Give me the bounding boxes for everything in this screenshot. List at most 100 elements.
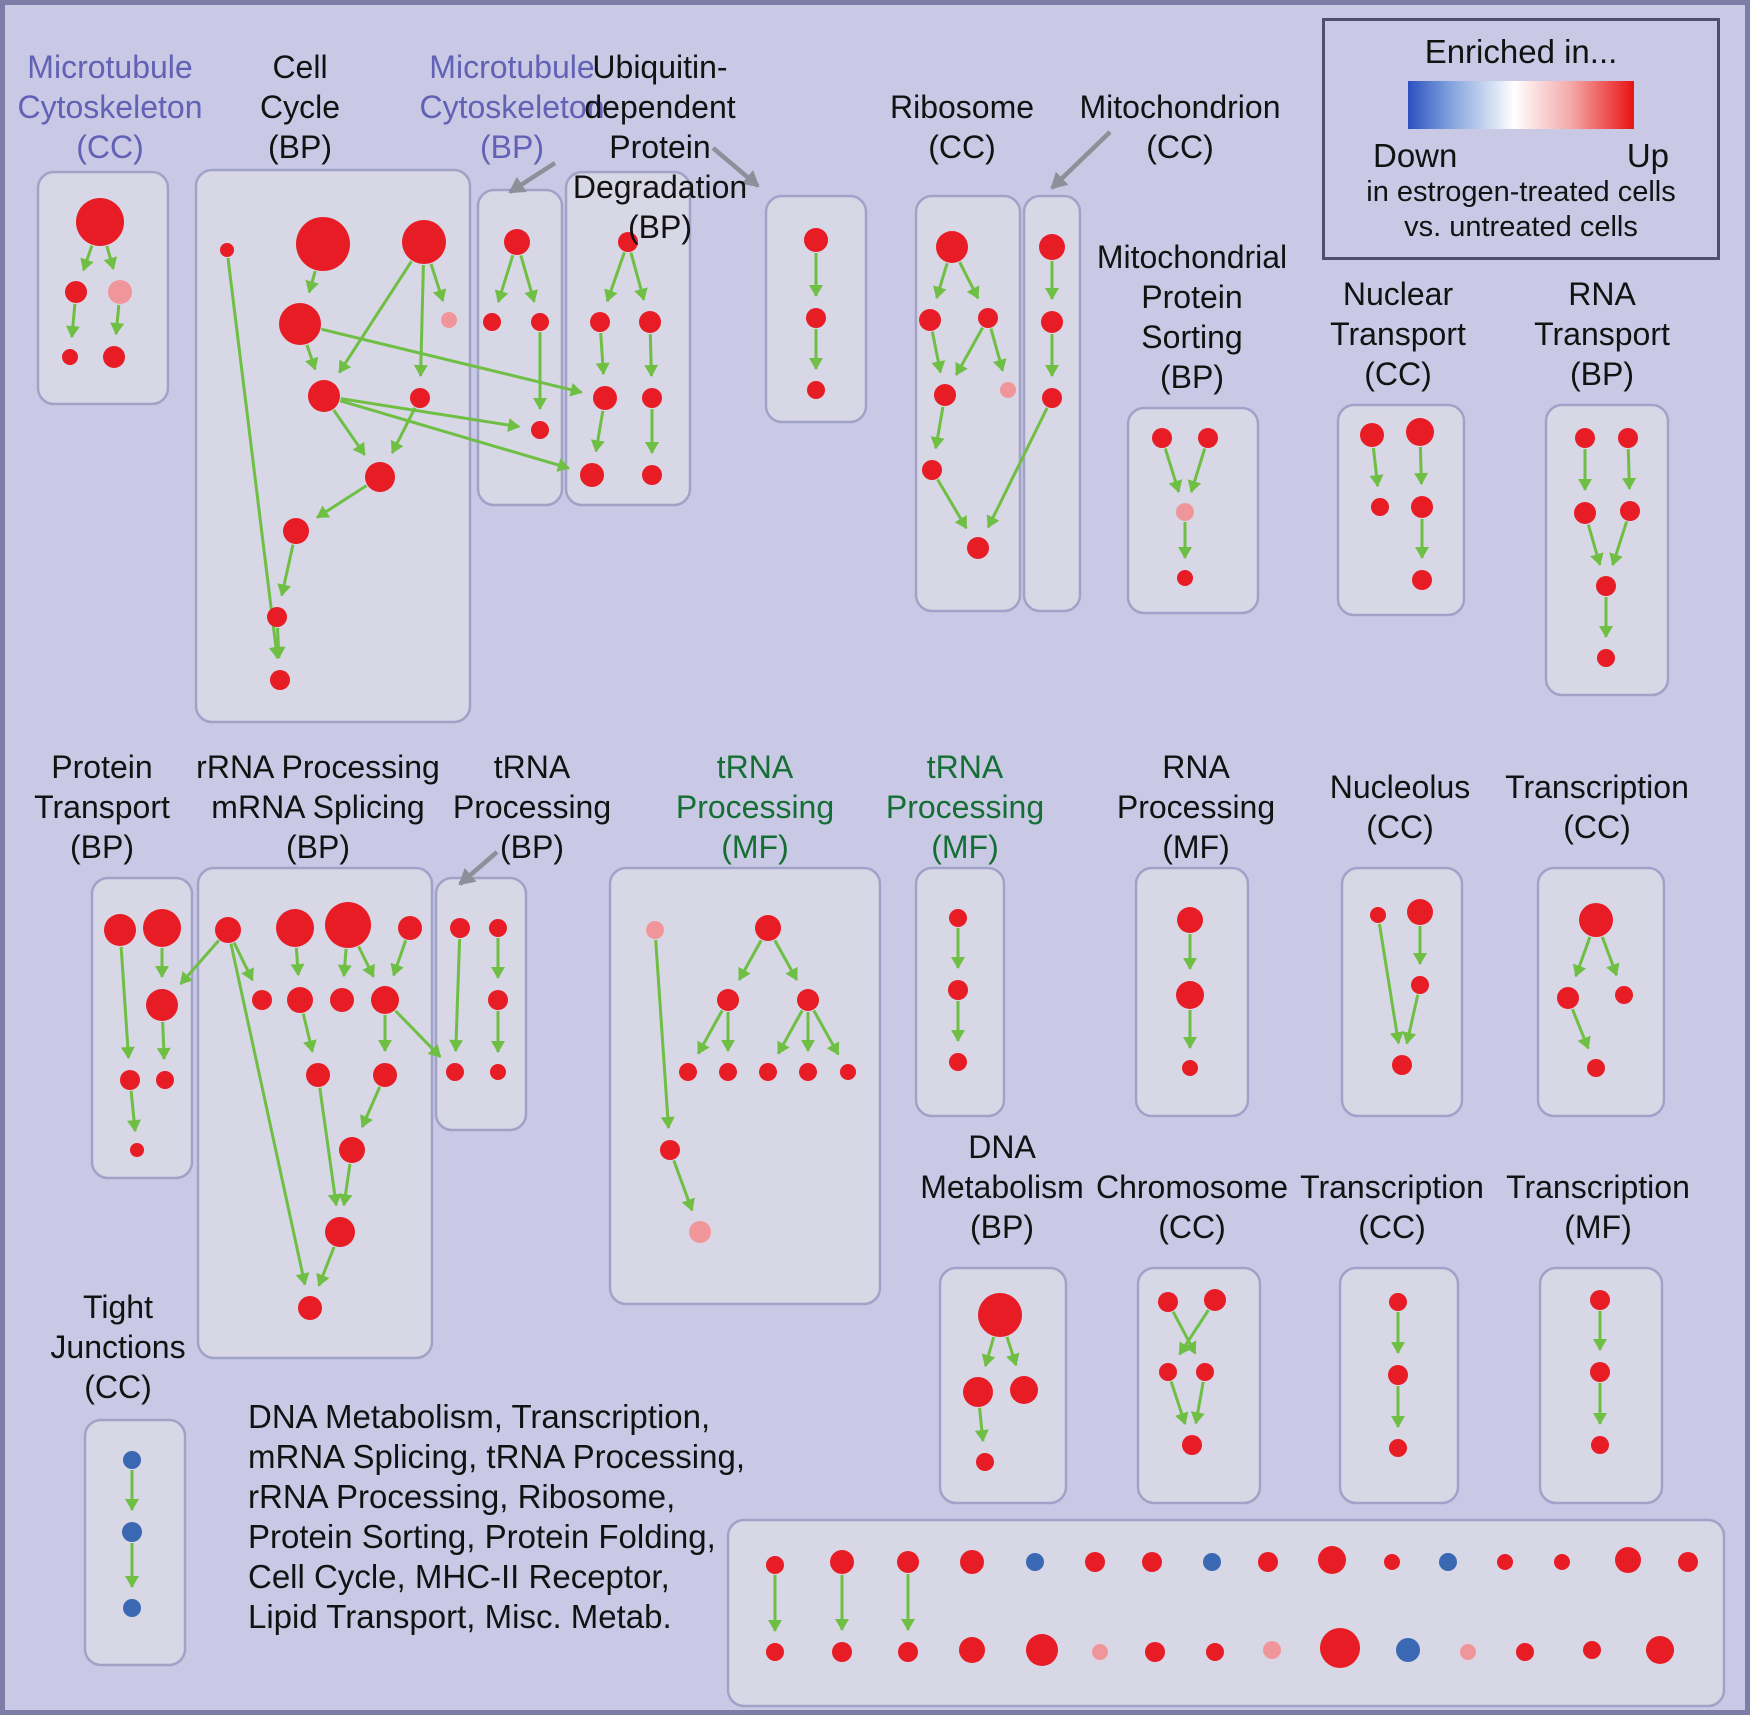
edge xyxy=(654,939,675,1130)
edge xyxy=(340,397,521,432)
go-term-node xyxy=(1263,1641,1281,1659)
edge xyxy=(179,939,220,985)
cluster-box xyxy=(36,170,170,406)
go-term-node xyxy=(62,349,78,365)
go-term-node xyxy=(799,1063,817,1081)
go-term-node xyxy=(1360,423,1384,447)
go-term-node xyxy=(120,1070,140,1090)
go-term-node xyxy=(806,308,826,328)
cluster-box xyxy=(726,1518,1726,1708)
go-term-node xyxy=(959,1637,985,1663)
go-term-node xyxy=(1142,1552,1162,1572)
go-term-node xyxy=(1618,428,1638,448)
go-term-node xyxy=(1196,1363,1214,1381)
go-term-node xyxy=(593,386,617,410)
go-term-node xyxy=(1646,1636,1674,1664)
go-term-node xyxy=(934,384,956,406)
cluster-box xyxy=(90,876,194,1180)
go-term-node xyxy=(1159,1363,1177,1381)
go-term-node xyxy=(922,460,942,480)
go-term-node xyxy=(807,381,825,399)
go-term-node xyxy=(1000,382,1016,398)
cluster-label: Ribosome(CC) xyxy=(890,89,1034,165)
go-term-node xyxy=(1574,502,1596,524)
edge xyxy=(629,252,648,301)
go-term-node xyxy=(1042,388,1062,408)
edge xyxy=(429,263,447,302)
go-term-node xyxy=(1620,501,1640,521)
go-term-node xyxy=(976,1453,994,1471)
legend-subtitle-1: in estrogen-treated cells xyxy=(1366,176,1676,208)
edge xyxy=(360,1086,382,1129)
edge xyxy=(1571,1008,1591,1050)
edge xyxy=(229,943,310,1286)
edge xyxy=(394,1009,442,1058)
edge xyxy=(316,1246,336,1287)
edge xyxy=(1572,936,1592,978)
edge xyxy=(954,326,984,376)
cluster-label: Mitochondrion(CC) xyxy=(1080,89,1281,165)
go-term-node xyxy=(76,198,124,246)
edge xyxy=(696,1009,724,1055)
cluster-label: Transcription(MF) xyxy=(1506,1169,1690,1245)
cluster-box xyxy=(1536,866,1666,1118)
edge xyxy=(1402,994,1420,1045)
edge xyxy=(519,255,538,303)
go-term-node xyxy=(840,1064,856,1080)
edge xyxy=(226,257,283,660)
go-term-node xyxy=(1203,1553,1221,1571)
go-term-node xyxy=(308,380,340,412)
annotation-arrow xyxy=(508,161,557,194)
go-term-node xyxy=(123,1599,141,1617)
go-term-node xyxy=(252,990,272,1010)
edge xyxy=(930,331,946,374)
go-term-node xyxy=(642,465,662,485)
edge xyxy=(989,328,1007,372)
go-term-node xyxy=(488,990,508,1010)
go-term-node xyxy=(1557,987,1579,1009)
go-term-node xyxy=(590,312,610,332)
go-term-node xyxy=(1010,1376,1038,1404)
go-term-node xyxy=(1198,428,1218,448)
cluster-box xyxy=(196,866,434,1360)
edge xyxy=(933,262,949,299)
go-term-node xyxy=(143,909,181,947)
go-term-node xyxy=(504,229,530,255)
go-term-node xyxy=(130,1143,144,1157)
go-term-node xyxy=(949,1053,967,1071)
go-term-node xyxy=(215,917,241,943)
edge xyxy=(981,1336,996,1368)
edge xyxy=(110,304,125,336)
go-term-node xyxy=(830,1550,854,1574)
go-term-node xyxy=(1587,1059,1605,1077)
cluster-box xyxy=(608,866,882,1306)
edge xyxy=(1609,521,1629,566)
go-term-node xyxy=(960,1550,984,1574)
go-term-node xyxy=(1258,1552,1278,1572)
edge xyxy=(1622,448,1637,491)
edge xyxy=(1414,446,1429,486)
go-term-node xyxy=(65,281,87,303)
cluster-label: Nucleolus(CC) xyxy=(1330,769,1471,845)
edge xyxy=(156,1021,171,1061)
go-term-node xyxy=(1371,498,1389,516)
go-term-node xyxy=(689,1221,711,1243)
cluster-box xyxy=(1340,866,1464,1118)
edge xyxy=(986,407,1049,529)
go-term-node xyxy=(1026,1634,1058,1666)
edge xyxy=(305,344,319,371)
cluster-box xyxy=(938,1266,1068,1505)
go-term-node xyxy=(103,346,125,368)
go-term-node xyxy=(963,1377,993,1407)
edge xyxy=(958,261,980,300)
go-term-node xyxy=(146,989,178,1021)
